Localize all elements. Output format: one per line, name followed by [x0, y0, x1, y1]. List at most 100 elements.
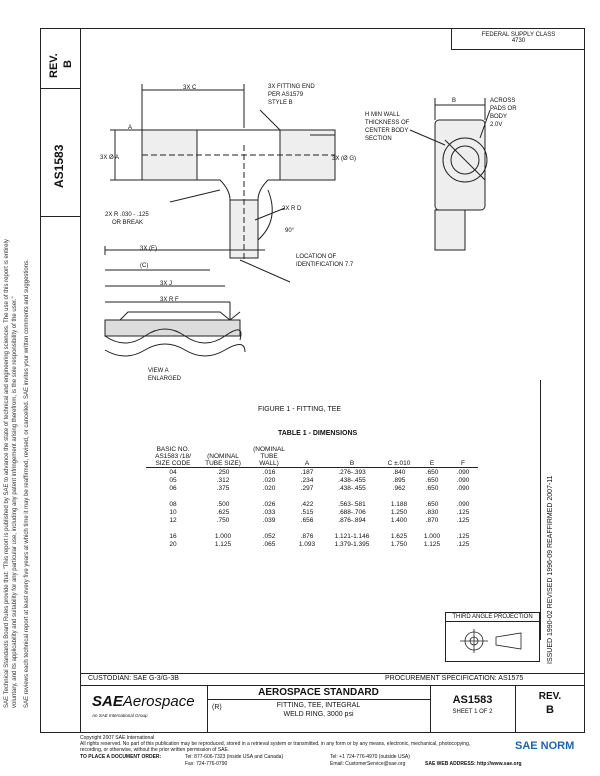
rev-box: REV. B	[40, 28, 80, 89]
table-cell: 04	[169, 468, 177, 476]
table-cell: .090	[456, 500, 470, 508]
table-cell: .962	[392, 484, 406, 492]
table-group-gap	[146, 492, 478, 500]
table-cell: .016	[262, 468, 276, 476]
drawing-frame	[40, 28, 585, 733]
table-cell: .090	[456, 484, 470, 492]
label-body: BODY	[490, 114, 508, 120]
col-header-nominal-tube-wall: (NOMINAL TUBE WALL)	[253, 446, 285, 467]
label-2x-r-030: 2X R .030 - .125	[105, 212, 149, 218]
table-cell: .020	[262, 476, 276, 484]
rev-value: B	[62, 60, 74, 68]
table-cell: 1.379-1.395	[334, 540, 370, 548]
watermark-logo: SAE NORM	[515, 740, 575, 752]
table-cell: .625	[216, 508, 230, 516]
rights-line-1: All rights reserved. No part of this pub…	[80, 741, 471, 747]
table-cell: .026	[262, 500, 276, 508]
custodian: CUSTODIAN: SAE G-3/G-3B	[88, 675, 179, 682]
supply-class-line1: FEDERAL SUPPLY CLASS	[481, 32, 556, 38]
col-header-c: C ±.010	[387, 460, 411, 467]
label-3x-c: 3X C	[183, 85, 197, 91]
label-identification: IDENTIFICATION 7.7	[296, 262, 354, 268]
col-header-size-code: BASIC NO. AS1583 /18/ SIZE CODE	[155, 446, 191, 467]
table-cell: .438-.455	[338, 484, 366, 492]
table-cell: .438-.455	[338, 476, 366, 484]
label-3x-j: 3X J	[160, 281, 173, 287]
label-3x-e: 3X (E)	[140, 246, 158, 252]
table-cell: .052	[262, 532, 276, 540]
table-cell: .312	[216, 476, 230, 484]
table-cell: .234	[300, 476, 314, 484]
table-cell: .500	[216, 500, 230, 508]
label-fitting-end: 3X FITTING END	[268, 84, 315, 90]
label-2-0v: 2.0V	[490, 122, 503, 128]
table-cell: .876	[300, 532, 314, 540]
table-cell: .688-.706	[338, 508, 366, 516]
table-cell: 08	[169, 500, 177, 508]
table-header-row: BASIC NO. AS1583 /18/ SIZE CODE (NOMINAL…	[146, 446, 478, 468]
copyright: Copyright 2007 SAE International	[80, 735, 155, 741]
figure-caption: FIGURE 1 - FITTING, TEE	[258, 406, 342, 413]
label-across: ACROSS	[490, 98, 516, 104]
table-cell: 05	[169, 476, 177, 484]
web-address[interactable]: SAE WEB ADDRESS: http://www.sae.org	[425, 761, 522, 767]
title-block-top-line	[80, 673, 585, 675]
label-c-paren: (C)	[140, 263, 149, 269]
table-cell: .250	[216, 468, 230, 476]
label-or-break: OR BREAK	[112, 220, 144, 226]
col-header-f: F	[461, 460, 465, 467]
table-cell: 1.125	[214, 540, 232, 548]
rev-value-title: B	[546, 704, 554, 716]
table-cell: .020	[262, 484, 276, 492]
table-cell: .276-.393	[338, 468, 366, 476]
title-line-1: FITTING, TEE, INTEGRAL	[276, 702, 361, 709]
table-cell: .895	[392, 476, 406, 484]
table-cell: 20	[169, 540, 177, 548]
issue-revision-dates: ISSUED 1990-02 REVISED 1996-09 REAFFIRME…	[547, 475, 554, 664]
table-body: 04 .250 .016 .187 .276-.393 .840 .650 .090 05 .31…	[146, 468, 478, 549]
label-enlarged: ENLARGED	[148, 376, 182, 382]
label-center-body: CENTER BODY	[365, 128, 409, 134]
title-block-div-1	[207, 685, 209, 733]
table-cell: .563-.581	[338, 500, 366, 508]
table-cell: 06	[169, 484, 177, 492]
rev-label-title: REV.	[538, 691, 562, 702]
table-cell: 1.000	[423, 532, 441, 540]
table-cell: 1.625	[390, 532, 408, 540]
table-cell: .125	[456, 516, 470, 524]
doc-number: AS1583	[452, 694, 493, 706]
disclaimer-line-1: SAE Technical Standards Board Rules prov…	[4, 239, 10, 708]
label-view-a: VIEW A	[148, 368, 169, 374]
table-cell: 1.400	[390, 516, 408, 524]
label-a: A	[128, 125, 133, 131]
sae-aerospace-logo: SAEAerospace	[92, 693, 195, 710]
table-cell: .840	[392, 468, 406, 476]
label-3x-dia-g: 3X (Ø G)	[332, 156, 357, 162]
table-cell: 10	[169, 508, 177, 516]
right-column-divider	[540, 380, 542, 640]
email[interactable]: Email: CustomerService@sae.org	[330, 761, 406, 767]
table-cell: .650	[425, 500, 439, 508]
table-cell: 1.125	[423, 540, 441, 548]
label-pads-or: PADS OR	[490, 106, 517, 112]
table-row: 04.250.016.187.276-.393.840.650.090	[146, 468, 478, 477]
table-cell: 12	[169, 516, 177, 524]
projection-box: THIRD ANGLE PROJECTION	[445, 612, 540, 662]
table-cell: .125	[456, 508, 470, 516]
table-cell: .650	[425, 484, 439, 492]
table-row: 06.375.020.297.438-.455.962.650.090	[146, 484, 478, 492]
label-thickness-of: THICKNESS OF	[365, 120, 410, 126]
rights-line-2: recording, or otherwise, without the pri…	[80, 747, 230, 753]
col-header-nominal-tube-size: (NOMINAL TUBE SIZE)	[205, 453, 241, 467]
label-style-b: STYLE B	[268, 100, 293, 106]
col-header-b: B	[349, 460, 355, 467]
title-block-div-3	[515, 685, 517, 733]
table-row: 05.312.020.234.438-.455.895.650.090	[146, 476, 478, 484]
table-cell: 16	[169, 532, 177, 540]
table-cell: .065	[262, 540, 276, 548]
table-cell: .187	[300, 468, 314, 476]
dimensions-table: BASIC NO. AS1583 /18/ SIZE CODE (NOMINAL…	[146, 446, 478, 548]
